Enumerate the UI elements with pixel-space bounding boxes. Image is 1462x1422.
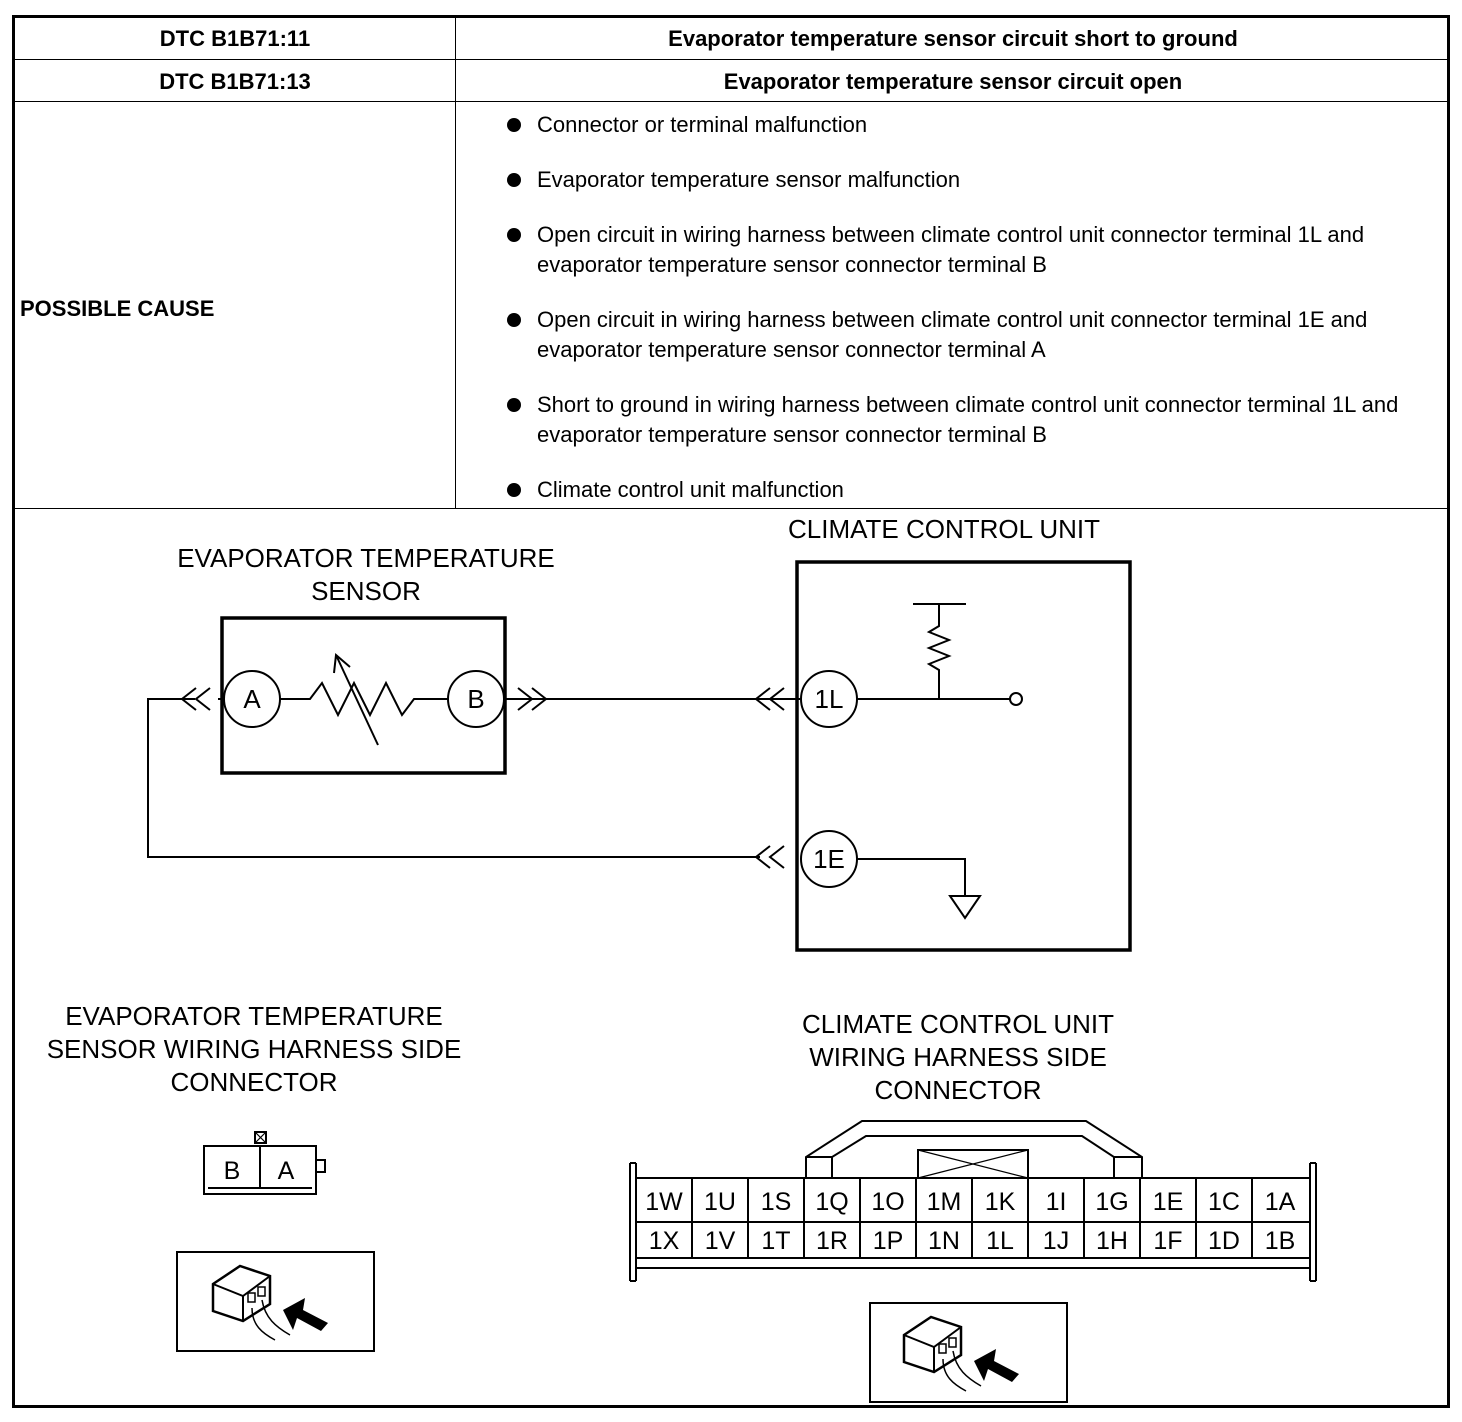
thermistor-icon: [280, 680, 448, 718]
connector-chevron-icon: [180, 687, 197, 711]
unit-title: CLIMATE CONTROL UNIT: [788, 514, 1100, 544]
bullet-icon: [507, 118, 521, 132]
possible-cause-label: POSSIBLE CAUSE: [20, 296, 215, 321]
bullet-icon: [507, 228, 521, 242]
column-divider: [455, 18, 456, 508]
sensor-connector-title-line2: SENSOR WIRING HARNESS SIDE: [47, 1034, 462, 1064]
cavity-marker-icon: [254, 1131, 267, 1144]
unit-connector-bottom-row: 1X 1V 1T 1R 1P 1N 1L 1J 1H 1F 1D 1B: [649, 1227, 1296, 1255]
cause-item: Open circuit in wiring harness between c…: [495, 220, 1415, 280]
connector-hood-icon: [805, 1120, 1143, 1178]
row-divider: [15, 508, 1447, 509]
dtc-page: DTC B1B71:11 Evaporator temperature sens…: [12, 15, 1450, 1408]
cause-list: Connector or terminal malfunction Evapor…: [495, 110, 1415, 530]
connector-chevron-icon: [754, 845, 771, 869]
dtc-description-2: Evaporator temperature sensor circuit op…: [723, 69, 1183, 94]
bullet-icon: [507, 398, 521, 412]
connector-pin-label: 1B: [1265, 1227, 1296, 1255]
row-divider: [15, 101, 1447, 102]
connector-pin-label: 1M: [927, 1188, 962, 1216]
output-node-icon: [1009, 692, 1023, 706]
unit-view-icon-frame: [869, 1302, 1068, 1403]
connector-pin-label: 1W: [645, 1188, 683, 1216]
sensor-view-icon-frame: [176, 1251, 375, 1352]
terminal-b-label: B: [467, 684, 484, 714]
unit-connector-top-row: 1W 1U 1S 1Q 1O 1M 1K 1I 1G 1E 1C 1A: [645, 1188, 1295, 1216]
ground-icon: [948, 895, 982, 920]
bullet-icon: [507, 313, 521, 327]
sensor-title-line2: SENSOR: [311, 576, 421, 606]
sensor-title-line1: EVAPORATOR TEMPERATURE: [177, 543, 555, 573]
connector-pin-label: 1X: [649, 1227, 680, 1255]
connector-pin-label: 1T: [761, 1227, 790, 1255]
connector-chevron-icon: [754, 687, 771, 711]
connector-latch-icon: [315, 1159, 326, 1173]
connector-pin-label: 1Q: [815, 1188, 848, 1216]
connector-pin-label: 1P: [873, 1227, 904, 1255]
harness-view-icon: [902, 1315, 1019, 1392]
pullup-resistor-icon: [926, 604, 952, 699]
connector-pin-label: 1J: [1043, 1227, 1069, 1255]
connector-pin-label: 1U: [704, 1188, 736, 1216]
variable-arrow-icon: [335, 654, 379, 746]
connector-pin-label: 1I: [1046, 1188, 1067, 1216]
dtc-description-1: Evaporator temperature sensor circuit sh…: [668, 26, 1238, 51]
sensor-connector-pin-a: A: [278, 1157, 295, 1185]
terminal-1e-label: 1E: [813, 844, 845, 874]
wire-a-1e: [147, 698, 760, 858]
cause-item: Connector or terminal malfunction: [495, 110, 1415, 140]
terminal-a-label: A: [243, 684, 261, 714]
connector-chevron-icon: [517, 687, 534, 711]
cause-item: Evaporator temperature sensor malfunctio…: [495, 165, 1415, 195]
unit-connector-body: [629, 1162, 1317, 1282]
terminal-1l-label: 1L: [815, 684, 844, 714]
cause-item: Open circuit in wiring harness between c…: [495, 305, 1415, 365]
connector-pin-label: 1G: [1095, 1188, 1128, 1216]
row-divider: [15, 59, 1447, 60]
connector-pin-label: 1N: [928, 1227, 960, 1255]
connector-pin-label: 1O: [871, 1188, 904, 1216]
connector-pin-label: 1E: [1153, 1188, 1184, 1216]
sensor-connector-title-line1: EVAPORATOR TEMPERATURE: [65, 1001, 443, 1031]
connector-pin-label: 1F: [1153, 1227, 1182, 1255]
unit-connector-title-line3: CONNECTOR: [874, 1075, 1041, 1105]
connector-pin-label: 1R: [816, 1227, 848, 1255]
harness-view-icon: [211, 1264, 328, 1341]
dtc-code-2: DTC B1B71:13: [159, 69, 311, 94]
lock-tab-icon: [917, 1149, 1029, 1179]
connector-pin-label: 1D: [1208, 1227, 1240, 1255]
sensor-connector-title-line3: CONNECTOR: [170, 1067, 337, 1097]
bullet-icon: [507, 173, 521, 187]
connector-pin-label: 1S: [761, 1188, 792, 1216]
connector-pin-label: 1L: [986, 1227, 1014, 1255]
connector-pin-label: 1C: [1208, 1188, 1240, 1216]
bullet-icon: [507, 483, 521, 497]
climate-control-unit-box: [795, 560, 1132, 952]
sensor-box: [220, 616, 507, 775]
connector-pin-label: 1V: [705, 1227, 736, 1255]
cause-item: Short to ground in wiring harness betwee…: [495, 390, 1415, 450]
connector-pin-label: 1A: [1265, 1188, 1296, 1216]
dtc-code-1: DTC B1B71:11: [159, 26, 311, 51]
sensor-connector-pin-b: B: [224, 1157, 241, 1185]
connector-pin-label: 1H: [1096, 1227, 1128, 1255]
unit-connector-title-line1: CLIMATE CONTROL UNIT: [802, 1009, 1114, 1039]
unit-connector-title-line2: WIRING HARNESS SIDE: [809, 1042, 1107, 1072]
cause-item: Climate control unit malfunction: [495, 475, 1415, 505]
connector-pin-label: 1K: [985, 1188, 1016, 1216]
